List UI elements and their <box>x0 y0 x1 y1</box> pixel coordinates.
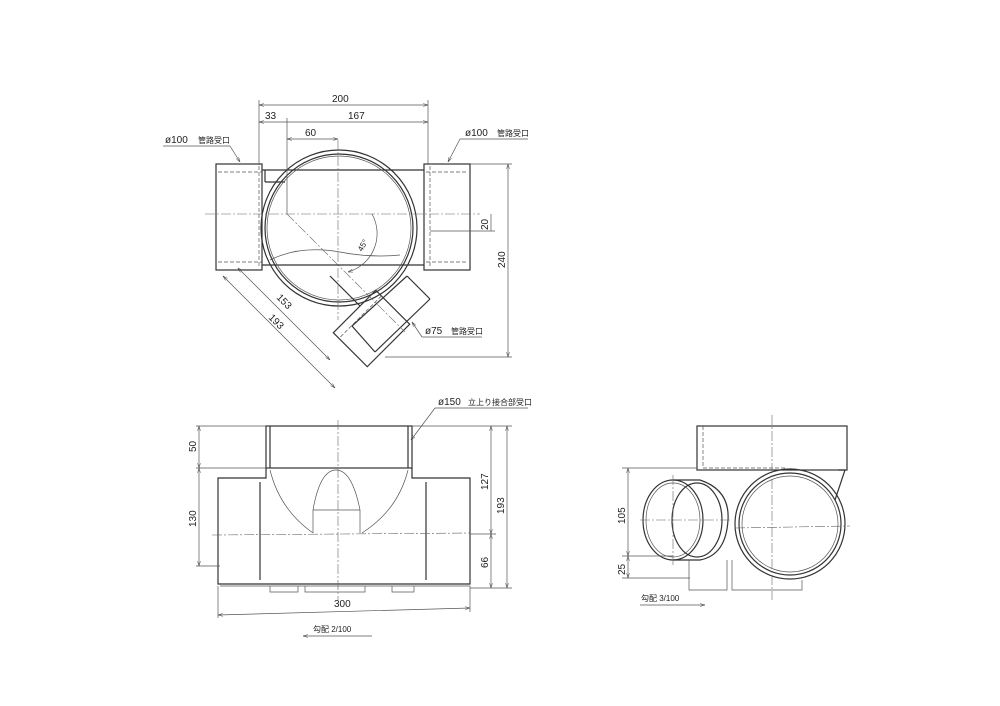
angle-45: 45° <box>356 238 370 253</box>
dim-127: 127 <box>480 473 491 490</box>
dim-130: 130 <box>188 510 199 527</box>
dim-300: 300 <box>334 599 351 610</box>
top-view: 200 33 167 60 240 20 45° 153 193 ø100 管路… <box>163 94 529 388</box>
left-socket <box>215 163 263 271</box>
front-view: 50 130 127 66 193 300 勾配 2/100 ø150 立上り接… <box>188 397 532 636</box>
dim-33: 33 <box>265 111 277 122</box>
dim-66: 66 <box>480 556 491 568</box>
riser-inlet-label: 立上り接合部受口 <box>468 397 532 407</box>
front-slope: 勾配 2/100 <box>313 624 352 634</box>
main-chamber <box>260 149 418 307</box>
dim-193-front: 193 <box>496 497 507 514</box>
dim-240: 240 <box>497 251 508 268</box>
dim-20: 20 <box>480 218 491 230</box>
right-inlet-label: 管路受口 <box>497 128 529 138</box>
dim-60: 60 <box>305 128 317 139</box>
dim-105: 105 <box>617 507 628 524</box>
branch-inlet-dia: ø75 <box>425 326 443 337</box>
branch-socket <box>332 289 411 368</box>
left-inlet-dia: ø100 <box>165 135 188 146</box>
dim-153: 153 <box>274 292 294 312</box>
riser-inlet-dia: ø150 <box>438 397 461 408</box>
left-inlet-label: 管路受口 <box>198 135 230 145</box>
side-slope: 勾配 3/100 <box>641 593 680 603</box>
right-socket <box>423 163 471 271</box>
dim-167: 167 <box>348 111 365 122</box>
right-inlet-dia: ø100 <box>465 128 488 139</box>
dim-193: 193 <box>266 312 286 332</box>
side-view: 105 25 勾配 3/100 <box>617 415 851 605</box>
dim-200: 200 <box>332 94 349 105</box>
dim-25: 25 <box>617 563 628 575</box>
branch-inlet-label: 管路受口 <box>451 326 483 336</box>
dim-50: 50 <box>188 440 199 452</box>
